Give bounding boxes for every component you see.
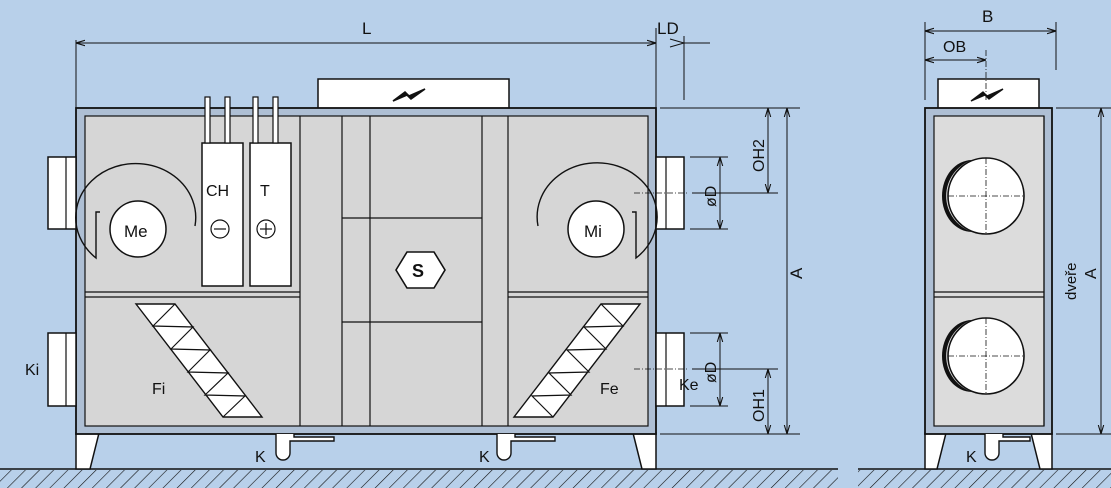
label-width: B [982,7,993,26]
drain-left [275,434,335,461]
label-lower-offset: OH1 [751,389,768,422]
label-drain-right: K [479,449,490,466]
heater-coil [249,142,292,287]
label-cooler: CH [206,183,229,200]
side-drain [984,434,1031,461]
duct-left-upper [47,156,77,230]
motor-right [567,200,625,258]
label-outlet-right: Ke [679,377,699,394]
fan-scroll-left [75,162,197,260]
label-motor-left: Me [124,222,148,241]
control-unit-hexagon [395,251,446,289]
side-roof-box [937,78,1040,110]
label-side-height: A [1083,268,1100,279]
label-heater: T [260,183,270,200]
duct-left-lower [47,332,77,407]
label-control-unit: S [412,261,424,281]
side-foot-right [1030,432,1053,470]
cooler-coil [201,142,244,287]
side-foot-left [924,432,947,470]
front-view [0,28,838,488]
label-duct-lower: øD [703,362,720,383]
floor-hatch [0,470,838,488]
foot-right [632,432,657,470]
fan-scroll-right [536,162,658,260]
label-door: dveře [1063,262,1080,300]
label-filter-left: Fi [152,381,165,398]
label-outlet-offset: OB [943,39,966,56]
label-drain-left: K [255,449,266,466]
lightning-bolt-icon [970,88,1004,102]
lightning-bolt-icon [392,88,426,102]
label-inlet-left: Ki [25,362,39,379]
label-overhang: LD [657,19,679,38]
label-side-drain: K [966,449,977,466]
label-filter-right: Fe [600,381,619,398]
front-view-labels: L LD A OH2 OH1 øD øD Me Mi CH T S Fi Fe … [25,19,806,466]
label-height: A [787,267,806,279]
motor-left [109,200,167,258]
side-floor-hatch [858,470,1111,488]
side-view-labels: B OB dveře A K [943,7,1100,466]
label-length: L [362,19,371,38]
label-upper-offset: OH2 [751,139,768,172]
duct-right-lower [655,332,685,407]
label-duct-upper: øD [703,186,720,207]
foot-left [75,432,100,470]
label-motor-right: Mi [584,222,602,241]
side-view [858,22,1111,488]
drain-right [496,434,556,461]
